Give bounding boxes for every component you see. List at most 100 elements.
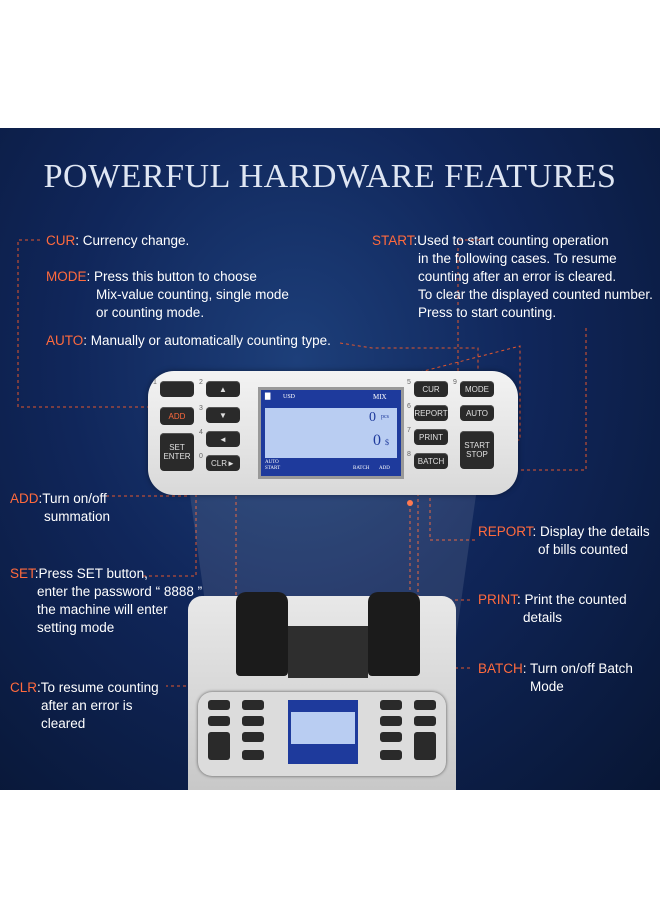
lcd-add: ADD	[379, 466, 390, 471]
key-number: 9	[453, 379, 457, 386]
key-label: MODE	[46, 269, 87, 284]
add-button[interactable]: ADD	[160, 407, 194, 425]
key-2[interactable]: 2▲	[199, 379, 240, 397]
machine-key	[208, 732, 230, 760]
print-label: PRINT	[419, 432, 443, 442]
annotation-text: :To resume counting	[37, 680, 159, 695]
machine-key	[380, 732, 402, 742]
set-label: SET	[169, 443, 185, 452]
key-number: 5	[407, 379, 411, 386]
arrow-down-icon: ▼	[219, 410, 227, 420]
annotation-batch: BATCH: Turn on/off Batch Mode	[478, 660, 633, 696]
annotation-text: in the following cases. To resume	[418, 251, 617, 266]
counting-machine-image	[188, 592, 456, 790]
annotation-text: cleared	[41, 716, 86, 731]
cur-label: CUR	[422, 384, 440, 394]
left-roller	[236, 592, 288, 676]
annotation-text: Mix-value counting, single mode	[96, 287, 289, 302]
annotation-text: Mode	[530, 679, 564, 694]
annotation-report: REPORT: Display the details of bills cou…	[478, 523, 650, 559]
annotation-text: :Press SET button,	[34, 566, 148, 581]
enter-label: ENTER	[163, 452, 191, 461]
annotation-mode: MODE: Press this button to choose Mix-va…	[46, 268, 289, 322]
mode-label: MODE	[465, 384, 489, 394]
arrow-up-icon: ▲	[219, 384, 227, 394]
annotation-text: : Press this button to choose	[86, 269, 257, 284]
batch-label: BATCH	[417, 456, 445, 466]
annotation-text: : Manually or automatically counting typ…	[83, 333, 331, 348]
key-1[interactable]: 1	[153, 379, 194, 397]
key-number: 8	[407, 451, 411, 458]
annotation-text: : Turn on/off Batch	[522, 661, 633, 676]
lcd-start: START	[265, 466, 281, 471]
key-number: 1	[153, 379, 157, 386]
machine-key	[242, 750, 264, 760]
key-number: 3	[199, 405, 203, 412]
lcd-pcs-unit: pcs	[381, 414, 389, 420]
annotation-cur: CUR: Currency change.	[46, 232, 189, 250]
lcd-amount-value: 0	[373, 432, 381, 449]
annotation-text: To clear the displayed counted number.	[418, 287, 653, 302]
machine-key	[242, 700, 264, 710]
auto-button[interactable]: AUTO	[460, 405, 494, 421]
annotation-add: ADD:Turn on/off summation	[10, 490, 110, 526]
annotation-text: enter the password “ 8888 ”	[37, 584, 203, 599]
annotation-text: details	[523, 610, 563, 625]
annotation-text: : Currency change.	[75, 233, 190, 248]
right-roller	[368, 592, 420, 676]
machine-key	[242, 732, 264, 742]
lcd-screen: 0 pcs 0 $	[265, 408, 397, 458]
annotation-text: of bills counted	[538, 542, 629, 557]
annotation-auto: AUTO: Manually or automatically counting…	[46, 332, 331, 350]
stop-label: STOP	[466, 450, 488, 459]
annotation-set: SET:Press SET button, enter the password…	[10, 565, 202, 637]
lcd-currency: USD	[283, 394, 296, 400]
key-label: PRINT	[478, 592, 518, 607]
key-label: ADD	[10, 491, 39, 506]
key-number: 6	[407, 403, 411, 410]
annotation-text: setting mode	[37, 620, 115, 635]
flag-icon: ▇	[265, 392, 271, 400]
key-number: 2	[199, 379, 203, 386]
machine-key	[414, 700, 436, 710]
arrow-right-icon: ►	[227, 458, 235, 468]
feature-banner: POWERFUL HARDWARE FEATURES CUR: Currency…	[0, 128, 660, 790]
start-label: START	[464, 441, 490, 450]
bill-slot	[288, 626, 368, 678]
annotation-text: :Turn on/off	[38, 491, 107, 506]
annotation-text: counting after an error is cleared.	[418, 269, 617, 284]
annotation-print: PRINT: Print the counted details	[478, 591, 627, 627]
annotation-text: the machine will enter	[37, 602, 168, 617]
machine-key	[414, 716, 436, 726]
annotation-text: or counting mode.	[96, 305, 205, 320]
machine-panel	[198, 692, 446, 776]
clr-label: CLR	[211, 458, 228, 468]
key-3[interactable]: 3▼	[199, 405, 240, 423]
machine-key	[208, 716, 230, 726]
machine-key	[242, 716, 264, 726]
machine-lcd	[288, 700, 358, 764]
annotation-start: START:Used to start counting operation i…	[372, 232, 653, 322]
key-label: CLR	[10, 680, 38, 695]
machine-key	[414, 732, 436, 760]
annotation-text: : Display the details	[532, 524, 650, 539]
key-label: REPORT	[478, 524, 533, 539]
machine-lcd-screen	[291, 712, 355, 744]
key-number: 4	[199, 429, 203, 436]
lcd-amount-unit: $	[385, 438, 389, 447]
lcd-auto: AUTO	[265, 460, 279, 465]
annotation-text: after an error is	[41, 698, 133, 713]
key-4[interactable]: 4◄	[199, 429, 240, 447]
key-label: BATCH	[478, 661, 523, 676]
key-label: START	[372, 233, 414, 248]
lcd-mode: MIX	[373, 393, 387, 401]
machine-key	[380, 700, 402, 710]
